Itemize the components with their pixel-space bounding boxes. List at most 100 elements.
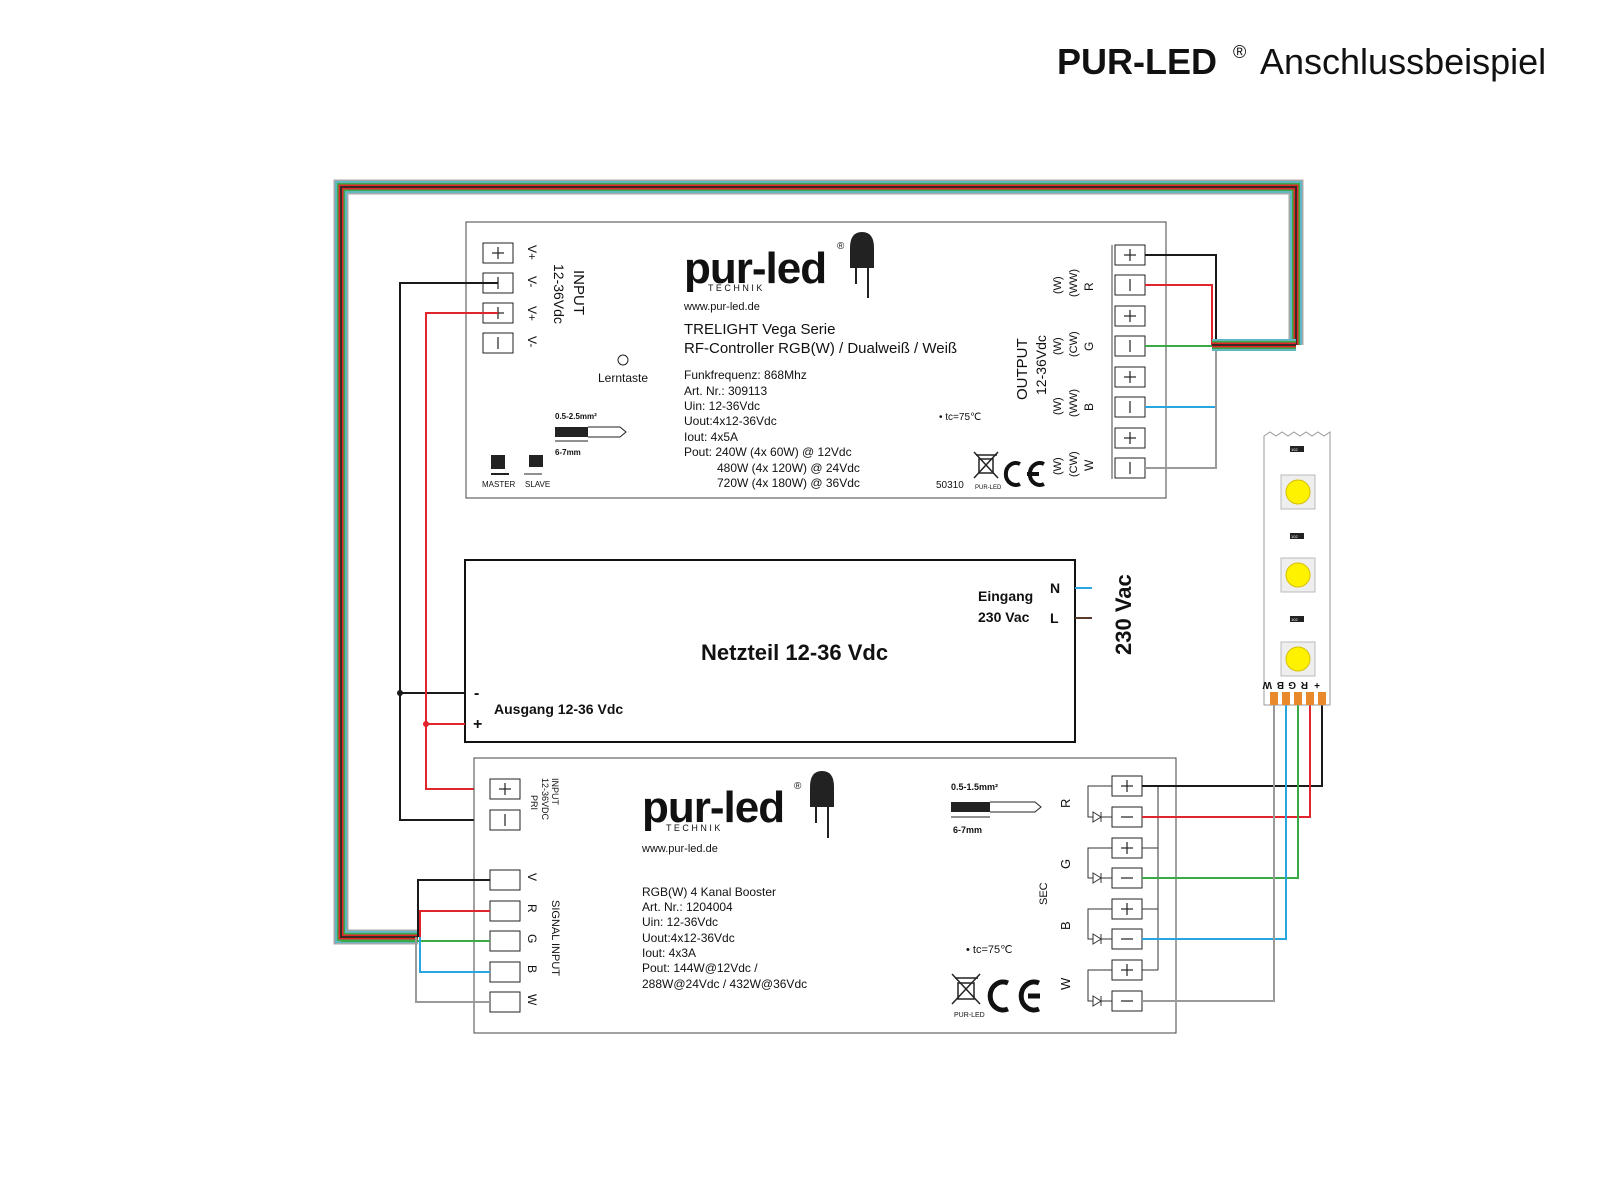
booster-sec-label: SEC: [1038, 882, 1050, 905]
signal-terminal-v[interactable]: [489, 869, 521, 891]
booster-channel-r: R: [1058, 799, 1073, 808]
pad-label-w: W: [1262, 679, 1272, 690]
controller-output-symbols: [1124, 249, 1136, 474]
signal-terminal-b[interactable]: [489, 961, 521, 983]
booster-specs: RGB(W) 4 Kanal Booster Art. Nr.: 1204004…: [642, 885, 807, 991]
led-emitter: [1285, 562, 1311, 588]
rf-controller: V+ V- V+ V- INPUT 12-36Vdc Lerntaste 0.5…: [465, 221, 1167, 499]
controller-output-wires: [1145, 254, 1296, 469]
wire-bundle: [333, 179, 1304, 945]
psu-title: Netzteil 12-36 Vdc: [701, 640, 888, 665]
page-title: PUR-LED ® Anschlussbeispiel: [1057, 41, 1546, 82]
controller-weee-label: PUR-LED: [975, 485, 1002, 491]
channel-b-label: B: [1082, 403, 1096, 411]
controller-url: www.pur-led.de: [683, 301, 760, 313]
signal-wire-r: [419, 910, 490, 937]
spec-line: Art. Nr.: 309113: [684, 384, 767, 398]
led-emitter: [1285, 646, 1311, 672]
mains-voltage: 230 Vac: [1111, 574, 1136, 655]
master-label: MASTER: [482, 480, 516, 489]
strip-wire-b: [1142, 700, 1287, 940]
channel-g-alt1: (CW): [1068, 331, 1080, 357]
signal-terminal-g[interactable]: [489, 930, 521, 952]
booster-stripped-wire: [951, 802, 990, 812]
signal-wire-b: [419, 937, 490, 973]
channel-g-label: G: [1082, 342, 1096, 351]
booster-weee-label: PUR-LED: [954, 1012, 985, 1019]
signal-label-v: V: [525, 873, 539, 881]
strip-wire-r: [1142, 700, 1311, 818]
strip-wire-g: [1142, 700, 1299, 879]
channel-r-label: R: [1082, 282, 1096, 291]
spec-line: Pout: 144W@12Vdc /: [642, 961, 758, 975]
controller-stripped-wire: [555, 427, 588, 437]
channel-w-alt1: (CW): [1068, 451, 1080, 477]
booster-output-symbols: [1121, 780, 1133, 1002]
psu-box: [464, 559, 1076, 743]
wire-vplus-red: [425, 312, 498, 790]
slave-switch-icon[interactable]: [529, 455, 543, 467]
pad-label-g: G: [1288, 679, 1296, 690]
spec-line: Uout:4x12-36Vdc: [642, 931, 735, 945]
title-brand: PUR-LED: [1057, 41, 1217, 82]
pad-w: [1270, 692, 1278, 705]
junction-plus: [423, 721, 429, 727]
led-bulb-icon: [850, 232, 874, 298]
spec-line: Iout: 4x3A: [642, 946, 696, 960]
psu-output-label: Ausgang 12-36 Vdc: [494, 701, 623, 717]
controller-logo: pur-led ® T E C H N I K: [684, 232, 874, 298]
channel-g-alt2: (W): [1052, 337, 1064, 355]
weee-bin-icon: [973, 451, 999, 479]
signal-wire-w: [415, 937, 490, 1003]
booster-pri: PRI: [529, 795, 539, 810]
controller-output-title: OUTPUT: [1014, 338, 1031, 400]
booster-channel-w: W: [1058, 977, 1073, 990]
input-label-vplus-1: V+: [525, 245, 539, 260]
pad-b: [1282, 692, 1290, 705]
signal-terminal-w[interactable]: [489, 991, 521, 1013]
signal-terminal-r[interactable]: [489, 900, 521, 922]
booster-channel-b: B: [1058, 921, 1073, 930]
controller-title-2: RF-Controller RGB(W) / Dualweiß / Weiß: [684, 340, 957, 357]
spec-line: 288W@24Vdc / 432W@36Vdc: [642, 977, 807, 991]
resistor-label: 102: [1291, 447, 1298, 452]
rgbw-booster: INPUT 12-36VDC PRI V R G B W SIGNAL INPU…: [473, 757, 1177, 1034]
signal-input-wires: [341, 879, 490, 1003]
booster-channel-g: G: [1058, 859, 1073, 869]
junction-minus: [397, 690, 403, 696]
channel-b-alt1: (WW): [1068, 389, 1080, 417]
controller-code: 50310: [936, 480, 964, 491]
pad-plus: [1318, 692, 1326, 705]
booster-strip-length: 6-7mm: [953, 825, 982, 835]
pad-g: [1294, 692, 1302, 705]
signal-label-g: G: [525, 934, 539, 943]
spec-line: Funkfrequenz: 868Mhz: [684, 368, 807, 382]
wire-plus-black: [1145, 254, 1217, 345]
signal-input-title: SIGNAL INPUT: [549, 900, 561, 976]
spec-line: Iout: 4x5A: [684, 430, 738, 444]
psu-minus: -: [474, 685, 479, 702]
master-switch-icon[interactable]: [491, 455, 505, 469]
pad-label-r: R: [1300, 679, 1308, 690]
booster-tc: • tc=75℃: [966, 944, 1012, 956]
spec-line: 720W (4x 180W) @ 36Vdc: [717, 476, 860, 490]
channel-r-alt2: (W): [1052, 276, 1064, 294]
learn-button-label: Lerntaste: [598, 371, 648, 385]
controller-title-1: TRELIGHT Vega Serie: [684, 321, 835, 338]
led-strip: 102 102 102 W B G R +: [1262, 431, 1331, 706]
spec-line: 480W (4x 120W) @ 24Vdc: [717, 461, 860, 475]
spec-line: Uout:4x12-36Vdc: [684, 414, 777, 428]
psu-input-label-1: Eingang: [978, 588, 1033, 604]
led-emitter: [1285, 479, 1311, 505]
input-label-vplus-2: V+: [525, 306, 539, 321]
pad-label-plus: +: [1314, 679, 1320, 690]
controller-input-voltage: 12-36Vdc: [551, 264, 567, 324]
controller-wire-gauge: 0.5-2.5mm²: [555, 412, 597, 421]
controller-logo-sub: T E C H N I K: [708, 283, 762, 293]
psu-n-label: N: [1050, 580, 1060, 596]
controller-input-title: INPUT: [570, 270, 587, 315]
controller-wire-insulation: [588, 426, 627, 438]
booster-input-voltage: 12-36VDC: [540, 778, 550, 821]
learn-button[interactable]: [617, 354, 629, 366]
